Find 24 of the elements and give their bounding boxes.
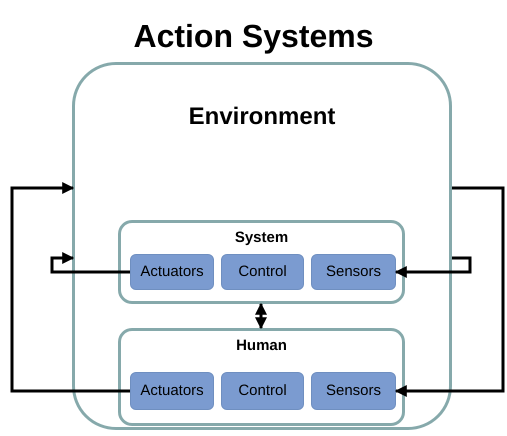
connector-arrow xyxy=(394,256,472,278)
component-box xyxy=(221,254,304,290)
box-heading: System xyxy=(234,228,290,248)
connector-arrow xyxy=(50,252,130,274)
connector-arrow xyxy=(10,182,130,392)
environment-box xyxy=(72,62,452,430)
component-label: Control xyxy=(238,380,287,401)
component-label: Sensors xyxy=(326,262,382,282)
box-heading: Environment xyxy=(188,102,336,132)
connector-arrow xyxy=(255,302,267,330)
diagram-title: Action Systems xyxy=(132,17,375,56)
group-box xyxy=(118,328,405,426)
box-heading: Human xyxy=(235,336,288,356)
component-label: Sensors xyxy=(326,380,382,401)
group-box xyxy=(118,220,405,304)
component-box xyxy=(311,254,396,290)
component-box xyxy=(221,372,304,410)
component-label: Actuators xyxy=(140,380,204,401)
component-label: Control xyxy=(238,262,287,282)
component-box xyxy=(311,372,396,410)
component-box xyxy=(130,372,214,410)
connector-arrow xyxy=(394,186,504,397)
component-box xyxy=(130,254,214,290)
component-label: Actuators xyxy=(140,262,204,282)
